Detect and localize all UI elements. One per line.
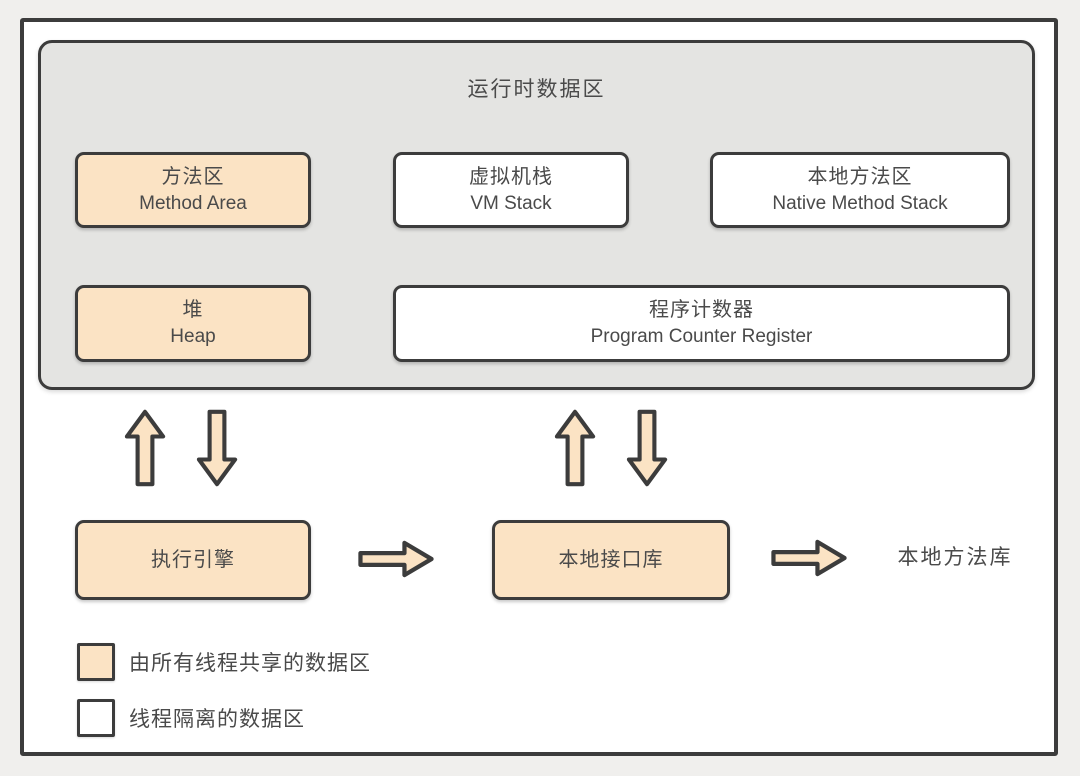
native-method-stack-label-en: Native Method Stack bbox=[772, 192, 948, 214]
heap-label-en: Heap bbox=[170, 326, 216, 348]
method-area-box: 方法区 Method Area bbox=[75, 152, 311, 228]
vm-stack-label-en: VM Stack bbox=[470, 192, 552, 214]
runtime-data-area-title: 运行时数据区 bbox=[467, 78, 606, 101]
native-interface-label: 本地接口库 bbox=[558, 548, 664, 571]
vm-stack-label-zh: 虚拟机栈 bbox=[469, 165, 553, 188]
right-arrow-icon bbox=[771, 539, 847, 577]
legend-isolated-label: 线程隔离的数据区 bbox=[129, 708, 305, 731]
heap-label-zh: 堆 bbox=[182, 299, 204, 322]
vm-stack-box: 虚拟机栈 VM Stack bbox=[393, 152, 629, 228]
method-area-label-en: Method Area bbox=[139, 192, 247, 214]
program-counter-label-zh: 程序计数器 bbox=[649, 299, 754, 322]
execution-engine-box: 执行引擎 bbox=[75, 520, 311, 600]
legend-shared-label: 由所有线程共享的数据区 bbox=[129, 652, 371, 675]
native-method-stack-box: 本地方法区 Native Method Stack bbox=[710, 152, 1010, 228]
isolated-swatch-icon bbox=[77, 699, 115, 737]
legend-item-isolated: 线程隔离的数据区 bbox=[77, 699, 305, 737]
method-area-label-zh: 方法区 bbox=[161, 165, 225, 188]
heap-box: 堆 Heap bbox=[75, 285, 311, 362]
legend-item-shared: 由所有线程共享的数据区 bbox=[77, 643, 371, 681]
execution-engine-label: 执行引擎 bbox=[151, 548, 235, 571]
program-counter-label-en: Program Counter Register bbox=[590, 326, 813, 348]
up-arrow-icon bbox=[124, 409, 166, 487]
native-method-stack-label-zh: 本地方法区 bbox=[807, 165, 913, 188]
down-arrow-icon bbox=[626, 409, 668, 487]
up-arrow-icon bbox=[554, 409, 596, 487]
runtime-data-area-panel: 运行时数据区 方法区 Method Area 虚拟机栈 VM Stack 本地方… bbox=[38, 40, 1035, 390]
shared-swatch-icon bbox=[77, 643, 115, 681]
native-method-lib-label: 本地方法库 bbox=[897, 546, 1013, 569]
right-arrow-icon bbox=[358, 540, 434, 578]
program-counter-box: 程序计数器 Program Counter Register bbox=[393, 285, 1010, 362]
native-interface-box: 本地接口库 bbox=[492, 520, 730, 600]
down-arrow-icon bbox=[196, 409, 238, 487]
